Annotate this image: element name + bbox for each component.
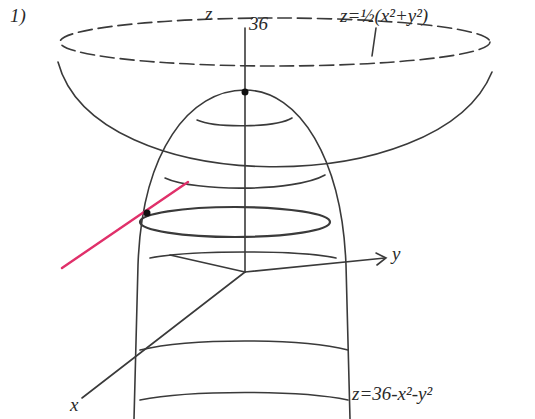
x-axis xyxy=(82,272,245,398)
intersection-curve xyxy=(140,207,330,237)
y-axis xyxy=(245,258,385,272)
vertex-dot xyxy=(242,89,249,96)
axis-sketch xyxy=(170,255,245,272)
level-curve xyxy=(140,341,348,350)
dome-outline xyxy=(134,90,350,419)
axis-label: z xyxy=(205,4,212,25)
point-dot xyxy=(144,210,151,217)
axis-label: y xyxy=(392,244,400,265)
surface-equation: z=36-x²-y² xyxy=(352,384,432,405)
axis-label: x xyxy=(70,395,78,416)
surface-equation: z=½(x²+y²) xyxy=(340,6,428,27)
bowl-outline xyxy=(58,62,492,167)
part-number: 1) xyxy=(10,6,26,27)
axis-value: 36 xyxy=(249,14,268,35)
red-line xyxy=(62,182,188,268)
y-arrow xyxy=(376,253,386,265)
z-axis xyxy=(244,28,246,272)
leader-line xyxy=(372,28,376,56)
level-curve xyxy=(140,393,348,401)
